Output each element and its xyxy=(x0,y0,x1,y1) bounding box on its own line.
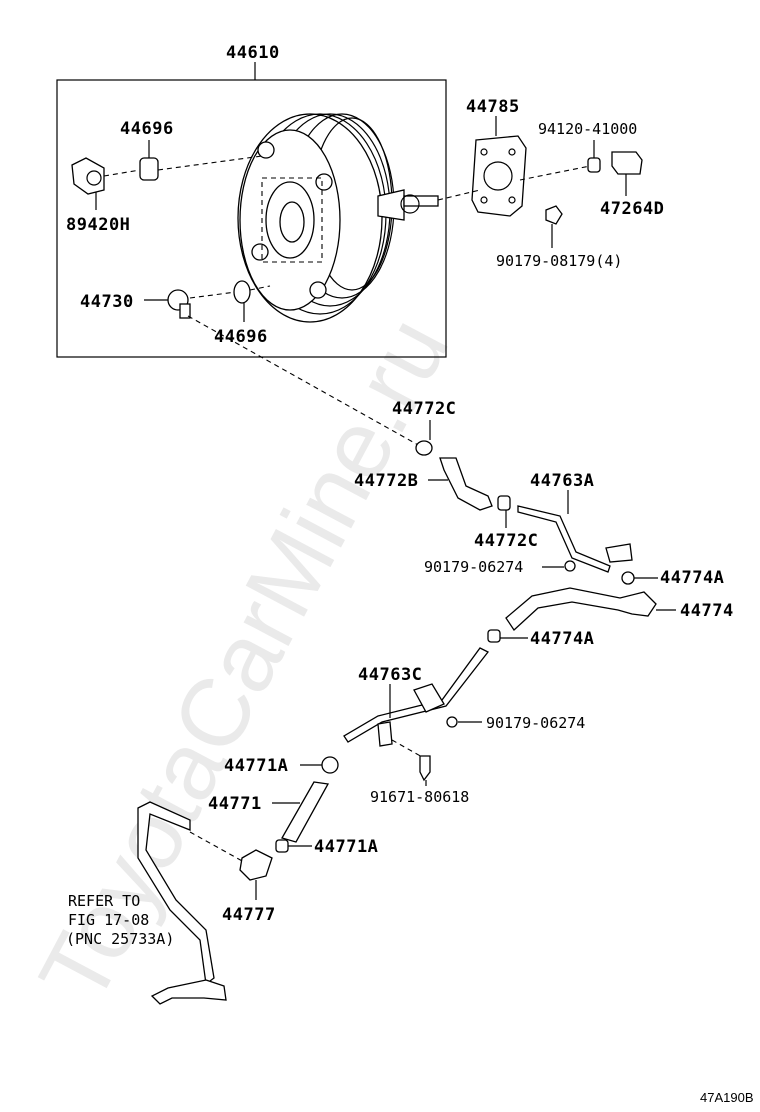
clip-47264D-drawing xyxy=(611,151,643,196)
clamp-44771A-a-drawing xyxy=(300,756,339,774)
clamp-44772C-top-drawing xyxy=(415,420,433,456)
label-94120-41000: 94120-41000 xyxy=(538,120,637,138)
pipe-44763A-drawing xyxy=(517,490,633,573)
nut-90179-08179-drawing xyxy=(545,205,563,248)
label-90179-06274-a: 90179-06274 xyxy=(424,558,523,576)
clamp-44774A-a-drawing xyxy=(621,571,635,585)
bolt-91671-drawing xyxy=(419,755,431,786)
hose-44771-drawing xyxy=(272,781,330,843)
label-44785: 44785 xyxy=(466,97,520,117)
hose-44774-drawing xyxy=(505,587,676,631)
brake-booster-drawing xyxy=(237,113,439,323)
clamp-44772C-mid-drawing xyxy=(497,495,511,528)
label-44771A-b: 44771A xyxy=(314,837,378,857)
label-44763C: 44763C xyxy=(358,665,422,685)
gasket-44785-drawing xyxy=(471,116,527,217)
sensor-89420H-drawing xyxy=(71,157,105,210)
grommet-44696-top-drawing xyxy=(139,140,159,181)
union-44777-drawing xyxy=(239,849,273,900)
nut-90179-06274-b-drawing xyxy=(446,716,482,728)
figure-code: 47A190B xyxy=(700,1090,754,1105)
label-47264D: 47264D xyxy=(600,199,664,219)
label-90179-06274-b: 90179-06274 xyxy=(486,714,585,732)
label-44772B: 44772B xyxy=(354,471,418,491)
clamp-44774A-b-drawing xyxy=(487,629,528,643)
label-44777: 44777 xyxy=(222,905,276,925)
label-44610: 44610 xyxy=(226,43,280,63)
refer-note-line1: REFER TO xyxy=(68,892,140,910)
label-44772C-mid: 44772C xyxy=(474,531,538,551)
label-91671-80618: 91671-80618 xyxy=(370,788,469,806)
assembly-frame xyxy=(56,79,447,358)
label-44771A-a: 44771A xyxy=(224,756,288,776)
label-44730: 44730 xyxy=(80,292,134,312)
label-44774A-a: 44774A xyxy=(660,568,724,588)
label-44763A: 44763A xyxy=(530,471,594,491)
label-89420H: 89420H xyxy=(66,215,130,235)
label-44696-top: 44696 xyxy=(120,119,174,139)
label-44771: 44771 xyxy=(208,794,262,814)
label-44772C-top: 44772C xyxy=(392,399,456,419)
label-44774A-b: 44774A xyxy=(530,629,594,649)
label-44696-bottom: 44696 xyxy=(214,327,268,347)
check-valve-44730-drawing xyxy=(144,289,191,319)
grommet-44696-bottom-drawing xyxy=(233,280,251,322)
refer-note-line3: (PNC 25733A) xyxy=(66,930,174,948)
label-44774: 44774 xyxy=(680,601,734,621)
label-90179-08179: 90179-08179(4) xyxy=(496,252,622,270)
nut-90179-06274-a-drawing xyxy=(564,560,576,572)
hose-to-other-figure-drawing xyxy=(137,801,227,1005)
clamp-44771A-b-drawing xyxy=(275,839,312,853)
hose-44772B-drawing xyxy=(428,457,493,511)
refer-note-line2: FIG 17-08 xyxy=(68,911,149,929)
nut-94120-drawing xyxy=(587,140,601,173)
pipe-44763C-drawing xyxy=(343,647,489,759)
